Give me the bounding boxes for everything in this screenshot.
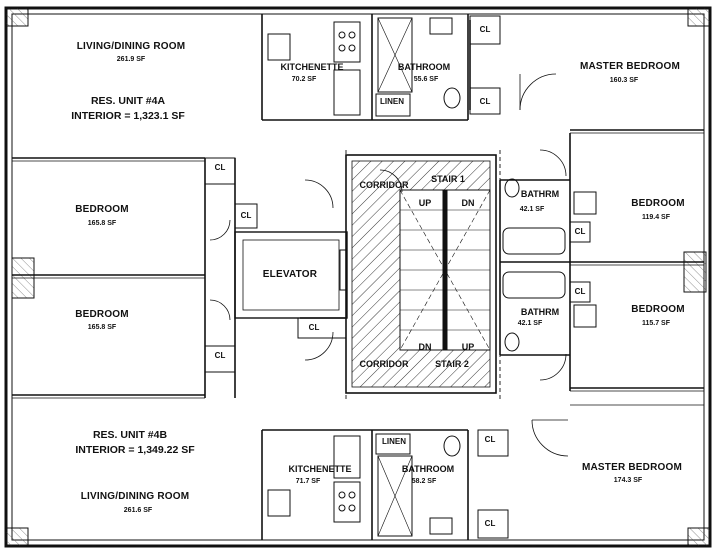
kitchenette-a-name: KITCHENETTE xyxy=(280,62,344,72)
unit-b-title: RES. UNIT #4B xyxy=(92,429,168,441)
bedroom-b-right-area: 115.7 SF xyxy=(641,320,671,327)
unit-a-interior: INTERIOR = 1,323.1 SF xyxy=(71,110,185,122)
closet-label: CL xyxy=(214,163,226,172)
bedroom-b-left-area: 165.8 SF xyxy=(87,324,117,331)
bedroom-a-right-area: 119.4 SF xyxy=(641,214,671,221)
corridor-top-label: CORRIDOR xyxy=(359,180,409,190)
bathrm-b-right-area: 42.1 SF xyxy=(517,320,543,327)
kitchenette-b-name: KITCHENETTE xyxy=(288,464,352,474)
corridor-bottom-label: CORRIDOR xyxy=(359,359,409,369)
closet-label: CL xyxy=(308,323,320,332)
closet-label: CL xyxy=(479,25,491,34)
closet-label: CL xyxy=(240,211,252,220)
closet-label: CL xyxy=(574,287,586,296)
bedroom-a-left-area: 165.8 SF xyxy=(87,220,117,227)
linen-a-label: LINEN xyxy=(380,97,404,106)
master-bedroom-b-area: 174.3 SF xyxy=(613,477,643,484)
bathrm-b-right-name: BATHRM xyxy=(520,307,560,317)
living-dining-room-b-area: 261.6 SF xyxy=(123,507,153,514)
stair-2-dn: DN xyxy=(418,342,432,352)
master-bedroom-a-name: MASTER BEDROOM xyxy=(579,61,681,72)
closet-label: CL xyxy=(479,97,491,106)
bedroom-a-left-name: BEDROOM xyxy=(75,204,129,215)
unit-b-interior: INTERIOR = 1,349.22 SF xyxy=(75,444,195,456)
doors xyxy=(209,73,569,457)
master-bedroom-a-area: 160.3 SF xyxy=(609,77,639,84)
stair-core xyxy=(345,154,497,394)
bedroom-b-left-name: BEDROOM xyxy=(75,309,129,320)
linen-b-label: LINEN xyxy=(382,437,406,446)
master-bedroom-b-name: MASTER BEDROOM xyxy=(581,462,683,473)
bathrm-a-right-name: BATHRM xyxy=(520,189,560,199)
stair-1-dn: DN xyxy=(461,198,475,208)
fixtures xyxy=(267,17,597,537)
stair-1-up: UP xyxy=(418,198,432,208)
kitchenette-b-area: 71.7 SF xyxy=(295,478,321,485)
closet-label: CL xyxy=(484,435,496,444)
closets xyxy=(204,15,591,539)
interior-walls xyxy=(12,14,704,540)
bathroom-a-name: BATHROOM xyxy=(397,62,451,72)
bathroom-b-name: BATHROOM xyxy=(401,464,455,474)
bathroom-b-area: 58.2 SF xyxy=(411,478,437,485)
bedroom-a-right-name: BEDROOM xyxy=(631,198,685,209)
stair-2-up: UP xyxy=(461,342,475,352)
living-dining-room-b-name: LIVING/DINING ROOM xyxy=(80,491,190,502)
closet-label: CL xyxy=(214,351,226,360)
closet-label: CL xyxy=(484,519,496,528)
windows xyxy=(5,7,711,547)
stair-2-label: STAIR 2 xyxy=(435,359,469,369)
bathrm-a-right-area: 42.1 SF xyxy=(519,206,545,213)
unit-a-title: RES. UNIT #4A xyxy=(90,95,166,107)
living-dining-room-a-name: LIVING/DINING ROOM xyxy=(76,41,186,52)
bathroom-a-area: 55.6 SF xyxy=(413,76,439,83)
stair-1-label: STAIR 1 xyxy=(431,174,465,184)
kitchenette-a-area: 70.2 SF xyxy=(291,76,317,83)
bedroom-b-right-name: BEDROOM xyxy=(631,304,685,315)
closet-label: CL xyxy=(574,227,586,236)
elevator-label: ELEVATOR xyxy=(262,269,318,280)
living-dining-room-a-area: 261.9 SF xyxy=(116,56,146,63)
